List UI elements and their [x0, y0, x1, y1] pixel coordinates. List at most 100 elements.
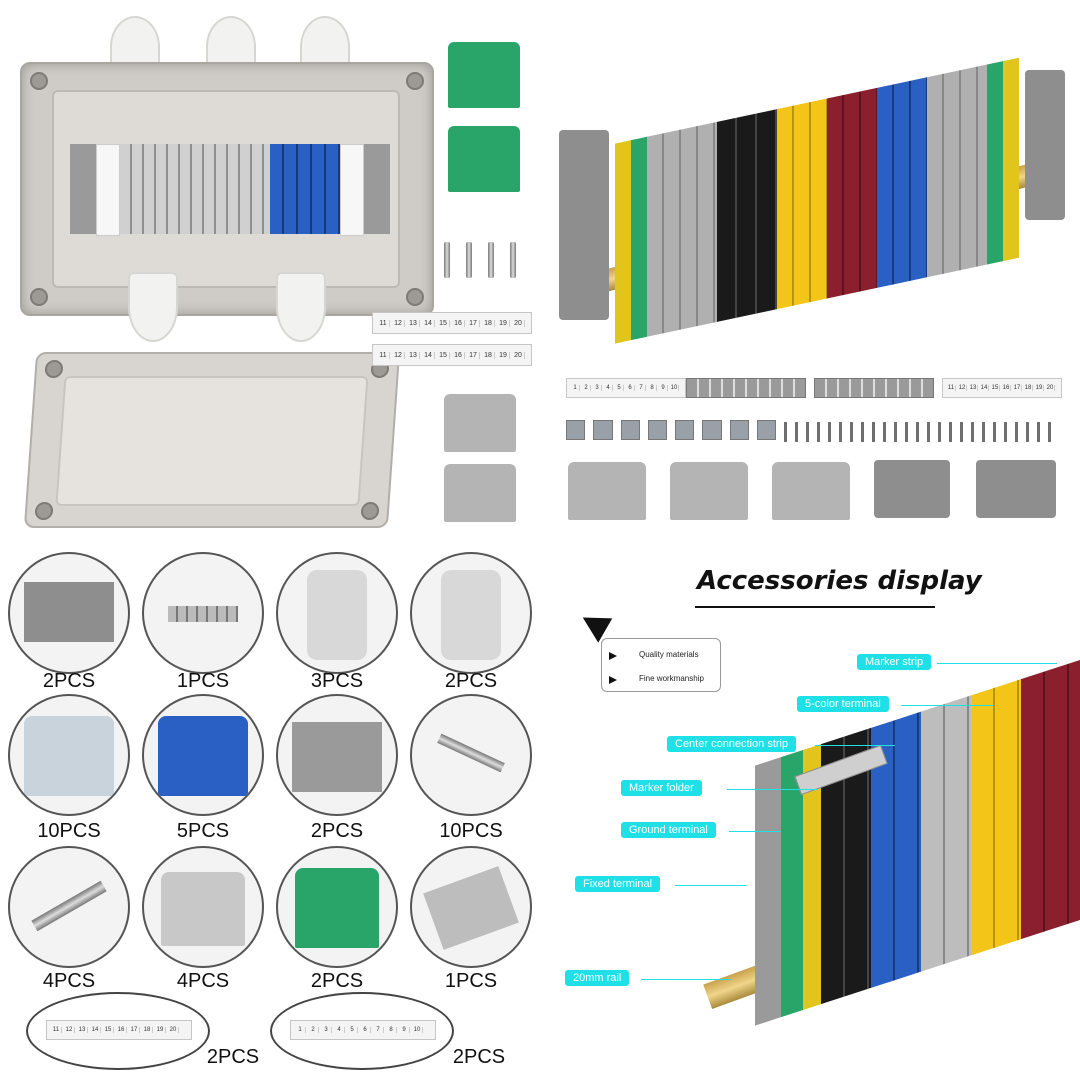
strip-number: 10	[412, 1027, 423, 1033]
screw-hole	[30, 72, 48, 90]
end-plate-circle	[142, 846, 264, 968]
strip-number: 18	[482, 319, 495, 327]
quantity-label: 5PCS	[176, 820, 230, 842]
screw	[466, 242, 472, 278]
marker-carrier	[729, 420, 749, 440]
strip-number: 11	[377, 351, 390, 359]
callout-ground: Ground terminal	[621, 822, 716, 838]
title-underline	[695, 606, 935, 608]
lid-inner	[55, 376, 369, 506]
strip-number: 6	[360, 1027, 371, 1033]
strip-number: 7	[373, 1027, 384, 1033]
end-bracket	[559, 130, 609, 320]
strip-number: 7	[637, 385, 646, 391]
strip-number: 5	[347, 1027, 358, 1033]
screw-hole	[44, 360, 64, 378]
callout-line	[937, 663, 1057, 664]
strip-number: 4	[334, 1027, 345, 1033]
quantity-label: 2PCS	[310, 820, 364, 842]
screw	[444, 242, 450, 278]
strip-number: 15	[991, 385, 1000, 391]
end-bracket	[1025, 70, 1065, 220]
screw-hole	[34, 502, 54, 520]
quantity-label: 2PCS	[310, 970, 364, 992]
strip-number: 17	[467, 319, 480, 327]
note-workmanship: Fine workmanship	[639, 674, 704, 683]
marker-folder-circle	[276, 694, 398, 816]
strip-number: 13	[407, 351, 420, 359]
strip-number: 20	[512, 351, 525, 359]
strip-number: 16	[452, 319, 465, 327]
callout-rail: 20mm rail	[565, 970, 630, 986]
terminal-stack	[615, 56, 1025, 344]
strip-number: 15	[103, 1027, 114, 1033]
callout-line	[901, 705, 993, 706]
strip-number: 8	[648, 385, 657, 391]
screw-hole	[406, 288, 424, 306]
callout-five-color: 5-color terminal	[797, 696, 889, 712]
strip-number: 18	[482, 351, 495, 359]
screw	[488, 242, 494, 278]
strip-number: 18	[1024, 385, 1033, 391]
strip-number: 17	[467, 351, 480, 359]
marker-carrier	[702, 420, 722, 440]
strip-number: 11	[51, 1027, 62, 1033]
end-plate	[444, 464, 516, 522]
center-connection-strip	[814, 378, 934, 398]
marker-carrier	[756, 420, 776, 440]
grey-terminal-circle	[8, 694, 130, 816]
callout-fixed: Fixed terminal	[575, 876, 661, 892]
strip-number: 16	[116, 1027, 127, 1033]
quantity-label: 2PCS	[206, 1046, 260, 1068]
screw-row	[784, 422, 1054, 442]
end-bracket-circle	[8, 552, 130, 674]
center-connection-strip	[686, 378, 806, 398]
strip-number: 17	[129, 1027, 140, 1033]
screw-hole	[406, 72, 424, 90]
terminal-stack	[755, 658, 1080, 1026]
strip-number: 6	[626, 385, 635, 391]
strip-number: 14	[422, 319, 435, 327]
strip-number: 12	[392, 351, 405, 359]
callout-marker-strip: Marker strip	[857, 654, 932, 670]
cable-gland	[128, 272, 178, 342]
notes-box	[601, 638, 721, 692]
strip-number: 13	[407, 319, 420, 327]
quantity-label: 2PCS	[452, 1046, 506, 1068]
strip-number: 2	[582, 385, 591, 391]
callout-center-strip: Center connection strip	[667, 736, 797, 752]
strip-number: 1	[571, 385, 580, 391]
strip-number: 19	[497, 351, 510, 359]
strip-number: 2	[308, 1027, 319, 1033]
bullet-icon	[609, 676, 617, 684]
enclosure-photo	[18, 10, 438, 540]
strip-number: 14	[422, 351, 435, 359]
ground-terminal	[448, 42, 520, 108]
ground-terminal	[448, 126, 520, 192]
strip-number: 12	[958, 385, 967, 391]
end-plate	[444, 394, 516, 452]
strip-number: 15	[437, 351, 450, 359]
screw-hole	[30, 288, 48, 306]
strip-number: 10	[670, 385, 679, 391]
quantity-label: 3PCS	[310, 670, 364, 692]
callout-marker-folder: Marker folder	[621, 780, 702, 796]
cable-gland-circle	[276, 552, 398, 674]
callout-line	[815, 745, 895, 746]
din-rail-circle	[410, 846, 532, 968]
strip-number: 20	[168, 1027, 179, 1033]
strip-number: 20	[512, 319, 525, 327]
end-plate	[670, 462, 748, 520]
bullet-icon	[609, 652, 617, 660]
ground-terminal-circle	[276, 846, 398, 968]
strip-number: 14	[980, 385, 989, 391]
end-plate	[568, 462, 646, 520]
end-bracket	[976, 460, 1056, 518]
long-screw-circle	[8, 846, 130, 968]
callout-line	[641, 979, 731, 980]
